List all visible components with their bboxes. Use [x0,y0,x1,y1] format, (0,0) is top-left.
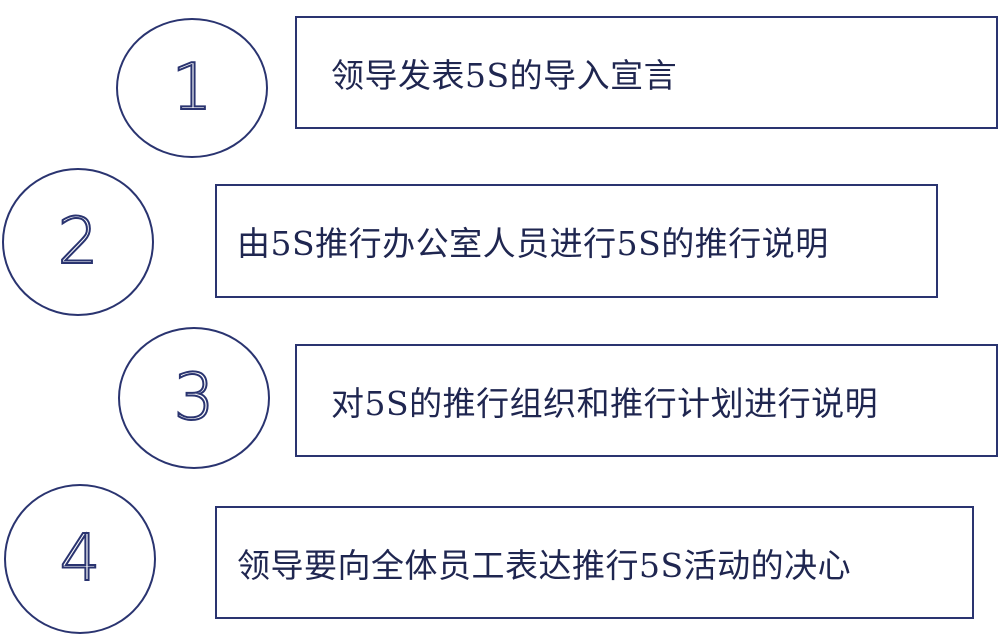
step-1-text: 领导发表5S的导入宣言 [331,55,678,95]
step-3-text: 对5S的推行组织和推行计划进行说明 [331,383,879,423]
step-2-number: 2 [57,205,100,279]
step-2-circle: 2 [2,168,154,316]
step-3-circle: 3 [118,327,270,469]
step-1-circle: 1 [116,18,268,158]
step-2-box: 由5S推行办公室人员进行5S的推行说明 [215,184,938,298]
step-4-number: 4 [59,522,102,596]
step-3-box: 对5S的推行组织和推行计划进行说明 [295,344,998,457]
step-4-circle: 4 [4,484,156,634]
step-1-number: 1 [171,51,214,125]
step-3-number: 3 [173,361,216,435]
step-4-text: 领导要向全体员工表达推行5S活动的决心 [237,545,852,585]
step-1-box: 领导发表5S的导入宣言 [295,16,998,129]
step-2-text: 由5S推行办公室人员进行5S的推行说明 [237,224,829,263]
step-4-box: 领导要向全体员工表达推行5S活动的决心 [215,506,974,619]
